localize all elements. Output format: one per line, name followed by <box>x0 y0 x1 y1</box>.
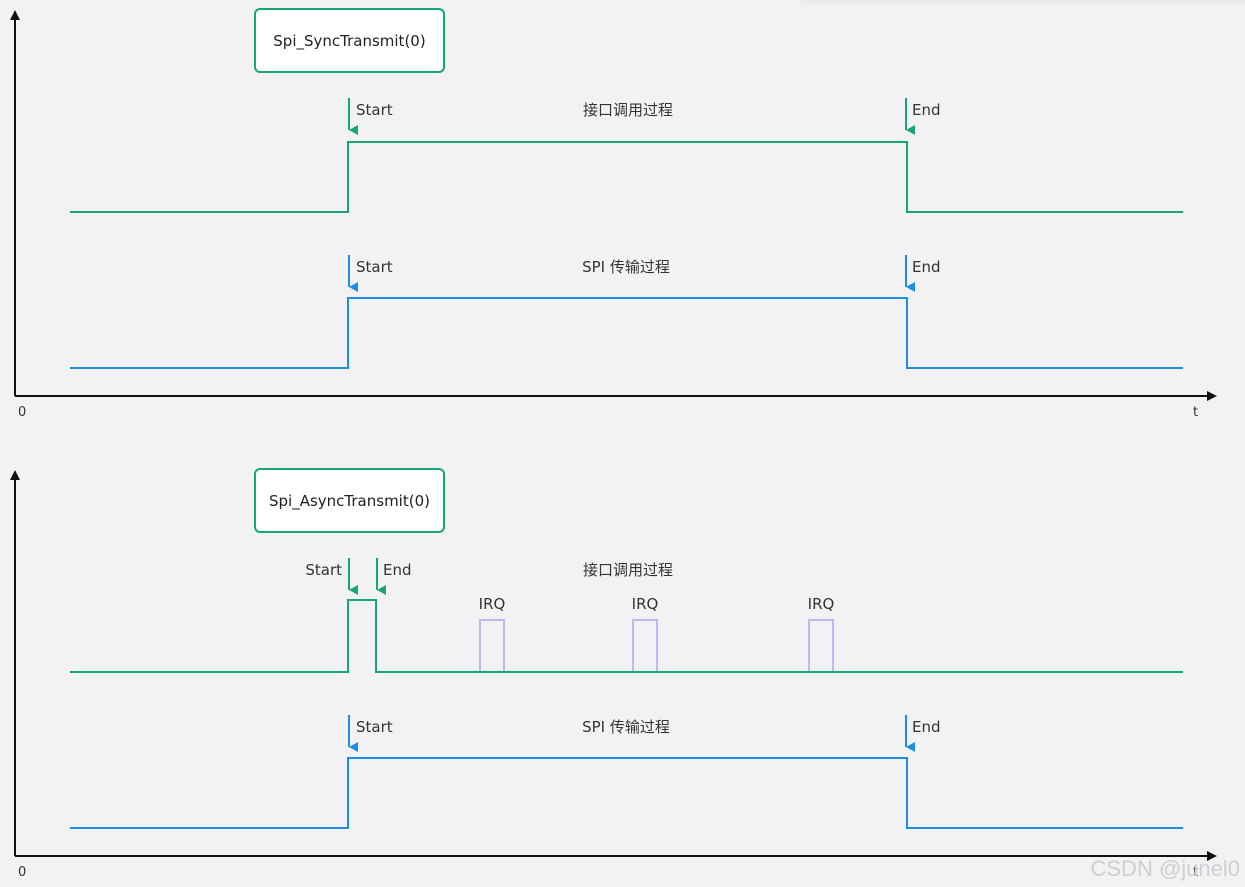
bottom-spi-label: SPI 传输过程 <box>582 718 670 736</box>
irq-pulse-2 <box>621 619 672 673</box>
top-interface-start-label: Start <box>356 101 393 119</box>
top-spi-label: SPI 传输过程 <box>582 258 670 276</box>
top-t-label: t <box>1193 405 1198 420</box>
top-interface-end-label: End <box>912 101 941 119</box>
top-spi-start-label: Start <box>356 258 393 276</box>
bottom-t-label: t <box>1193 865 1198 880</box>
bottom-spi-waveform <box>70 757 1183 829</box>
async-transmit-label: Spi_AsyncTransmit(0) <box>269 492 430 511</box>
card-edge <box>800 0 1245 4</box>
async-diagram: 0 t Spi_AsyncTransmit(0) IRQ IRQ IRQ Sta… <box>10 468 1217 880</box>
irq-label-2: IRQ <box>632 595 659 613</box>
sync-diagram: 0 t Spi_SyncTransmit(0) Start End 接口调用过程… <box>10 8 1217 420</box>
bottom-interface-waveform <box>70 599 1183 673</box>
bottom-spi-end-label: End <box>912 718 941 736</box>
bottom-interface-end-label: End <box>383 561 412 579</box>
sync-transmit-label: Spi_SyncTransmit(0) <box>273 32 425 51</box>
top-origin-label: 0 <box>18 405 26 420</box>
watermark: CSDN @junel0 <box>1091 856 1241 881</box>
irq-pulse-1 <box>468 619 519 673</box>
sync-transmit-box <box>254 8 445 73</box>
top-interface-waveform <box>70 141 1183 213</box>
irq-pulse-3 <box>797 619 848 673</box>
irq-label-1: IRQ <box>479 595 506 613</box>
bottom-spi-start-label: Start <box>356 718 393 736</box>
top-spi-waveform <box>70 297 1183 369</box>
top-interface-label: 接口调用过程 <box>583 101 673 119</box>
bottom-interface-start-label: Start <box>305 561 342 579</box>
bottom-origin-label: 0 <box>18 865 26 880</box>
bottom-interface-label: 接口调用过程 <box>583 561 673 579</box>
async-transmit-box <box>254 468 445 533</box>
irq-label-3: IRQ <box>808 595 835 613</box>
top-spi-end-label: End <box>912 258 941 276</box>
